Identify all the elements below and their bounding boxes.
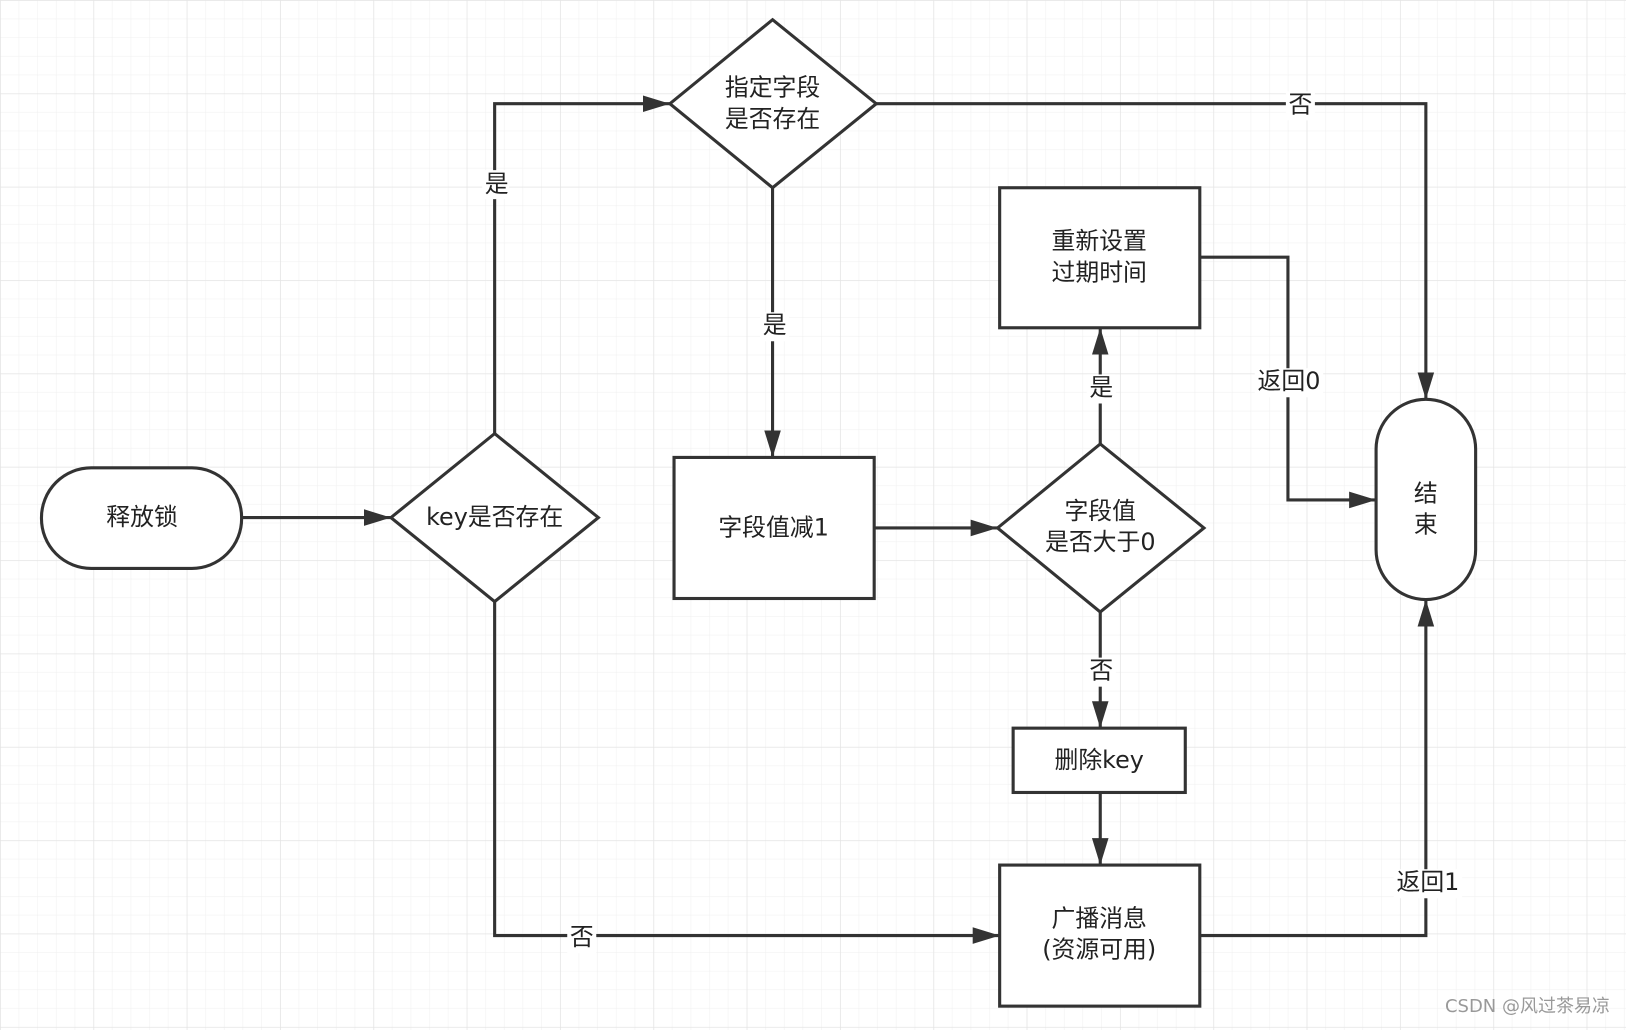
svg-text:否: 否 [570,923,594,951]
label-key-no: 否 [567,923,597,954]
svg-text:重新设置: 重新设置 [1052,227,1147,255]
svg-text:否: 否 [1288,90,1312,118]
svg-text:是: 是 [763,311,787,339]
watermark: CSDN @风过茶易凉 [1444,996,1610,1017]
svg-text:是: 是 [485,170,509,198]
end-terminal[interactable]: 结 束 [1374,397,1478,602]
start-terminal[interactable]: 释放锁 [39,466,244,570]
svg-text:返回1: 返回1 [1397,868,1460,896]
svg-text:key是否存在: key是否存在 [426,503,563,531]
process-broadcast[interactable]: 广播消息 (资源可用) [998,863,1202,1008]
edge-key-yes [493,95,670,434]
svg-text:释放锁: 释放锁 [106,503,178,531]
svg-text:返回0: 返回0 [1258,367,1321,395]
label-return1: 返回1 [1393,868,1463,899]
svg-text:是否大于0: 是否大于0 [1045,528,1156,556]
edge-key-no [493,601,1000,944]
svg-text:是: 是 [1089,373,1113,401]
process-decrement[interactable]: 字段值减1 [672,455,876,601]
svg-text:束: 束 [1414,510,1438,538]
label-field-no: 否 [1285,90,1315,121]
svg-text:(资源可用): (资源可用) [1042,936,1156,964]
svg-text:否: 否 [1089,657,1113,685]
svg-text:删除key: 删除key [1054,746,1143,774]
edge-field-no [876,102,1435,400]
process-delete-key[interactable]: 删除key [1011,726,1187,795]
decision-key-exists[interactable]: key是否存在 [388,431,601,604]
svg-text:字段值减1: 字段值减1 [718,514,829,542]
decision-greater-zero[interactable]: 字段值 是否大于0 [995,441,1207,614]
svg-text:是否存在: 是否存在 [725,105,820,133]
edge-return1 [1199,599,1435,938]
label-return0: 返回0 [1254,367,1324,398]
label-field-yes: 是 [760,311,790,342]
svg-text:过期时间: 过期时间 [1052,258,1147,286]
process-reset-expire[interactable]: 重新设置 过期时间 [998,186,1202,330]
label-gt-no: 否 [1086,657,1116,687]
svg-text:指定字段: 指定字段 [725,74,820,102]
svg-text:结: 结 [1414,479,1438,507]
svg-text:广播消息: 广播消息 [1052,905,1147,933]
label-gt-yes: 是 [1086,373,1116,404]
label-key-yes: 是 [482,170,510,200]
decision-field-exists[interactable]: 指定字段 是否存在 [667,17,879,190]
svg-text:字段值: 字段值 [1064,497,1136,525]
